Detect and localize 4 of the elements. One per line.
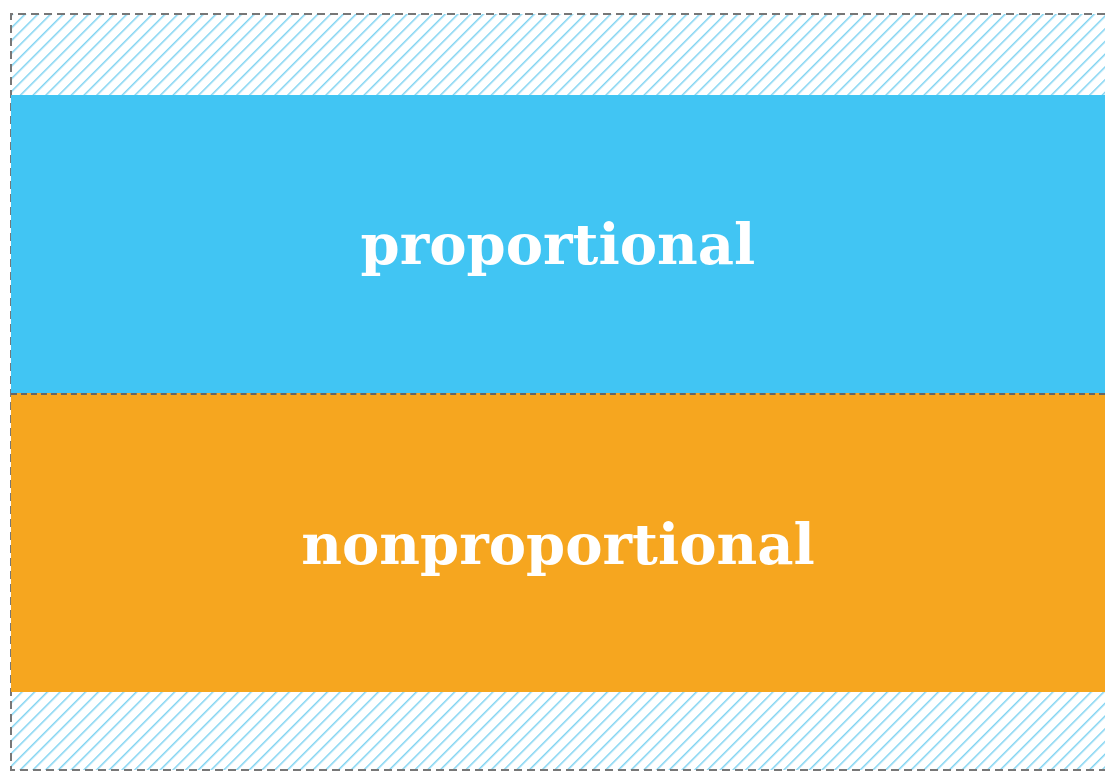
band-label: proportional	[360, 211, 756, 277]
category-band	[11, 95, 1105, 393]
band-label: nonproportional	[301, 510, 815, 577]
category-band	[11, 393, 1105, 692]
